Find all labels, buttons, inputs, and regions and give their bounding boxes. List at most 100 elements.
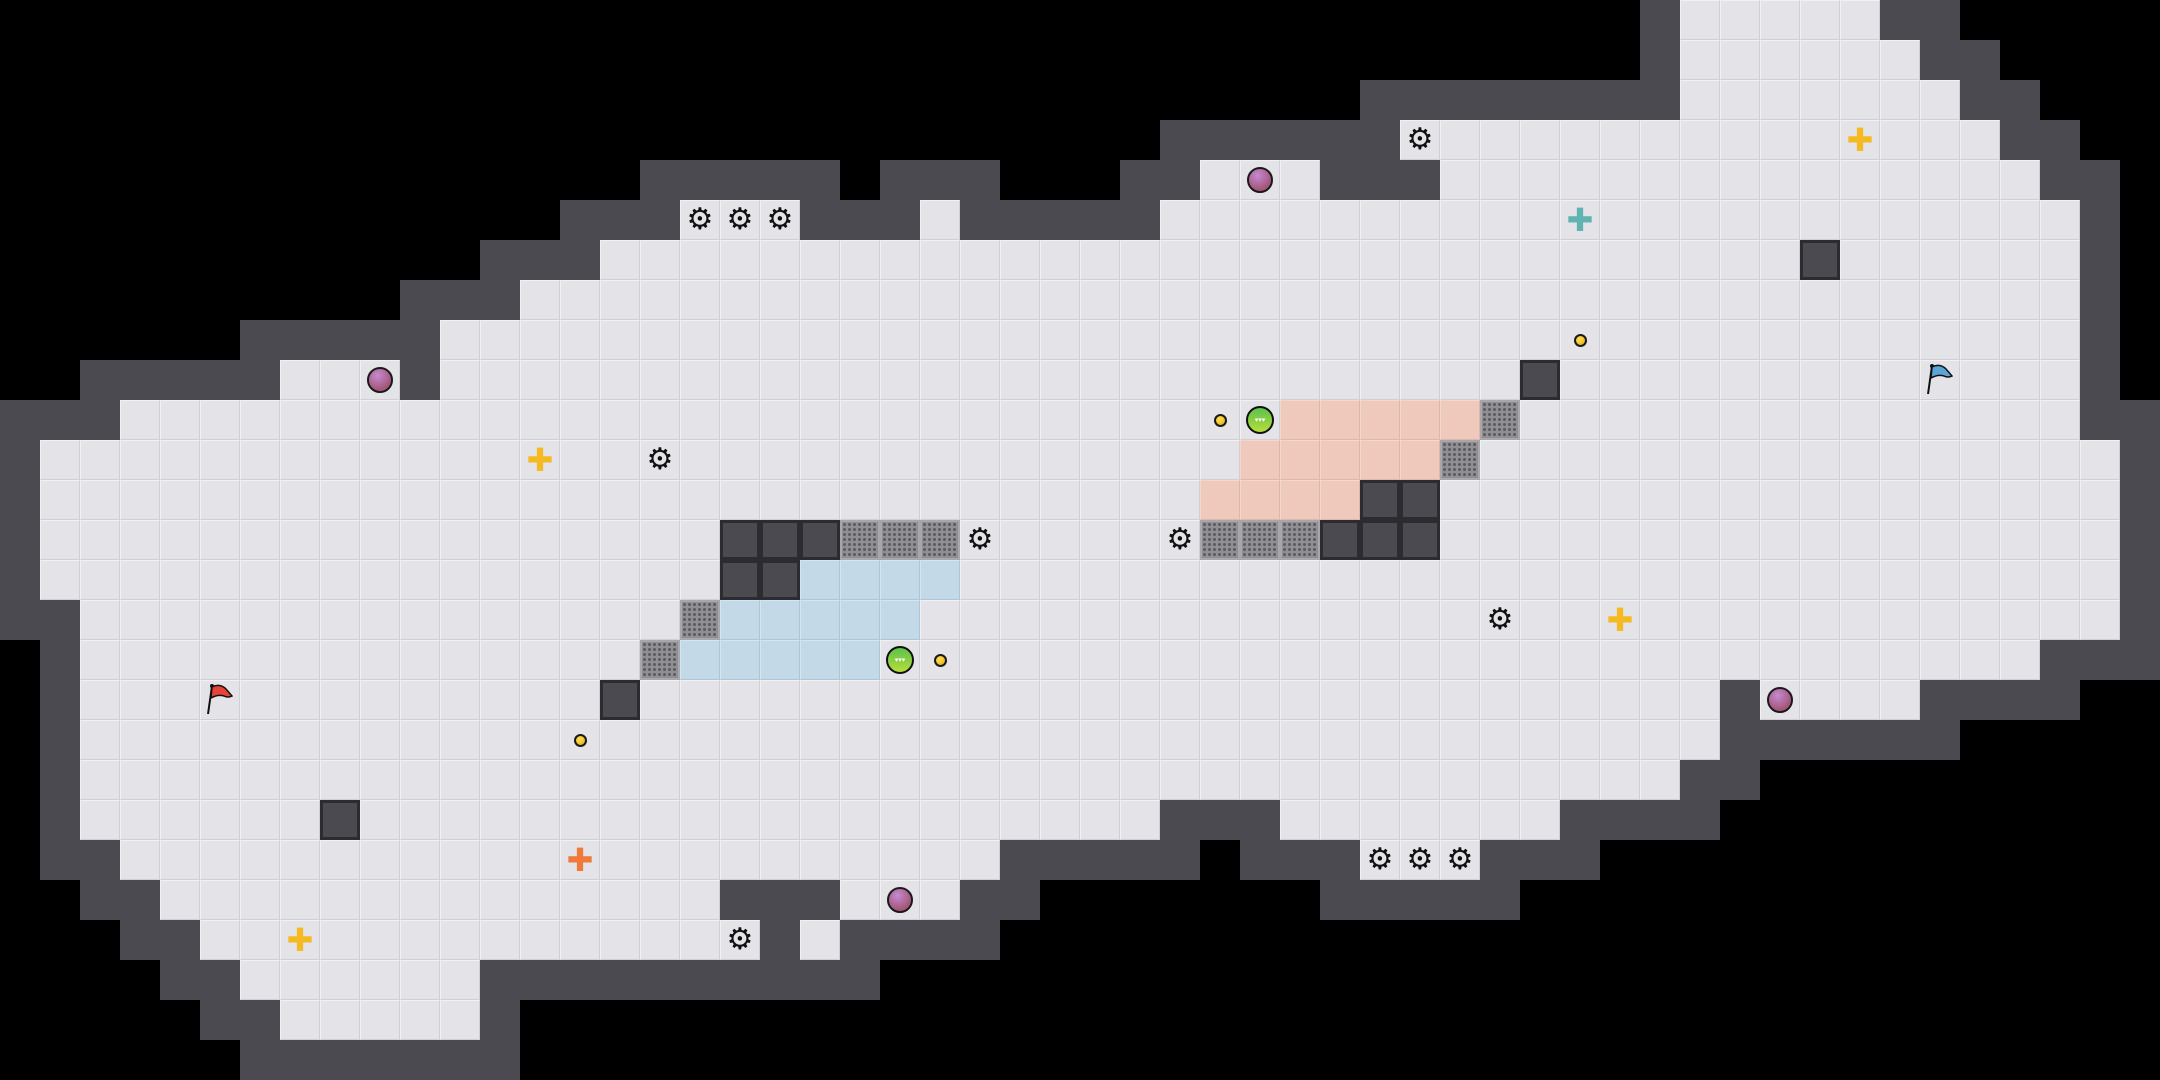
floor-tile: [1920, 600, 1960, 640]
floor-tile: [1520, 680, 1560, 720]
floor-tile: [1840, 520, 1880, 560]
floor-tile: [1200, 360, 1240, 400]
wall-tile: [2000, 120, 2040, 160]
floor-tile: [600, 440, 640, 480]
floor-tile: [1360, 280, 1400, 320]
floor-tile: [440, 400, 480, 440]
floor-tile: [680, 560, 720, 600]
floor-tile: [1480, 240, 1520, 280]
floor-tile: [880, 360, 920, 400]
floor-tile: [360, 840, 400, 880]
floor-tile: [1360, 840, 1400, 880]
floor-tile: [1320, 600, 1360, 640]
floor-tile: [320, 640, 360, 680]
floor-tile: [840, 400, 880, 440]
floor-tile: [520, 560, 560, 600]
floor-tile: [960, 400, 1000, 440]
wall-tile: [240, 360, 280, 400]
floor-tile: [1560, 720, 1600, 760]
wall-tile: [800, 200, 840, 240]
floor-tile: [1440, 720, 1480, 760]
floor-tile: [280, 520, 320, 560]
floor-tile: [1000, 800, 1040, 840]
wall-tile: [2080, 640, 2120, 680]
floor-tile: [1680, 80, 1720, 120]
wall-tile: [1480, 880, 1520, 920]
wall-tile: [2120, 640, 2160, 680]
floor-tile: [1840, 600, 1880, 640]
floor-tile: [200, 680, 240, 720]
floor-tile: [680, 360, 720, 400]
wall-tile: [560, 240, 600, 280]
floor-tile: [600, 600, 640, 640]
floor-tile: [1520, 160, 1560, 200]
floor-tile: [600, 520, 640, 560]
floor-tile: [160, 720, 200, 760]
wall-tile: [1160, 840, 1200, 880]
floor-tile: [1040, 800, 1080, 840]
grate-block: [920, 520, 960, 560]
floor-tile: [240, 520, 280, 560]
floor-tile: [680, 200, 720, 240]
floor-tile: [1960, 480, 2000, 520]
floor-tile: [240, 800, 280, 840]
floor-tile: [1520, 600, 1560, 640]
orange-cross-icon: ✚: [566, 841, 594, 879]
floor-tile: [1840, 440, 1880, 480]
floor-tile: [120, 680, 160, 720]
floor-tile: [1280, 240, 1320, 280]
floor-tile: [1760, 40, 1800, 80]
floor-tile: [160, 480, 200, 520]
gear-icon: ⚙: [1366, 842, 1394, 877]
floor-tile: [360, 480, 400, 520]
floor-tile: [1400, 120, 1440, 160]
floor-tile: [1760, 600, 1800, 640]
floor-tile: [800, 400, 840, 440]
water-zone-tile: [840, 600, 880, 640]
floor-tile: [1040, 640, 1080, 680]
floor-tile: [80, 800, 120, 840]
floor-tile: [480, 520, 520, 560]
floor-tile: [240, 480, 280, 520]
floor-tile: [1160, 560, 1200, 600]
wall-tile: [400, 280, 440, 320]
wall-tile: [520, 960, 560, 1000]
floor-tile: [1440, 840, 1480, 880]
floor-tile: [1360, 640, 1400, 680]
floor-tile: [1160, 680, 1200, 720]
floor-tile: [960, 840, 1000, 880]
floor-tile: [1760, 520, 1800, 560]
floor-tile: [40, 520, 80, 560]
floor-tile: [720, 200, 760, 240]
floor-tile: [1160, 440, 1200, 480]
floor-tile: [640, 720, 680, 760]
wall-tile: [1280, 840, 1320, 880]
floor-tile: [1640, 200, 1680, 240]
floor-tile: [1760, 240, 1800, 280]
floor-tile: [1800, 520, 1840, 560]
floor-tile: [640, 520, 680, 560]
floor-tile: [280, 440, 320, 480]
wall-tile: [1720, 720, 1760, 760]
floor-tile: [1600, 440, 1640, 480]
floor-tile: [1840, 280, 1880, 320]
floor-tile: [1800, 440, 1840, 480]
floor-tile: [520, 920, 560, 960]
floor-tile: [680, 680, 720, 720]
floor-tile: [240, 920, 280, 960]
floor-tile: [280, 480, 320, 520]
floor-tile: [1440, 360, 1480, 400]
wall-block: [1800, 240, 1840, 280]
floor-tile: [1080, 760, 1120, 800]
floor-tile: [320, 840, 360, 880]
floor-tile: [1960, 520, 2000, 560]
floor-tile: [760, 720, 800, 760]
floor-tile: [1120, 560, 1160, 600]
wall-tile: [760, 960, 800, 1000]
wall-tile: [240, 320, 280, 360]
floor-tile: [600, 400, 640, 440]
floor-tile: [1280, 680, 1320, 720]
floor-tile: [360, 920, 400, 960]
wall-tile: [1960, 80, 2000, 120]
wall-tile: [0, 520, 40, 560]
